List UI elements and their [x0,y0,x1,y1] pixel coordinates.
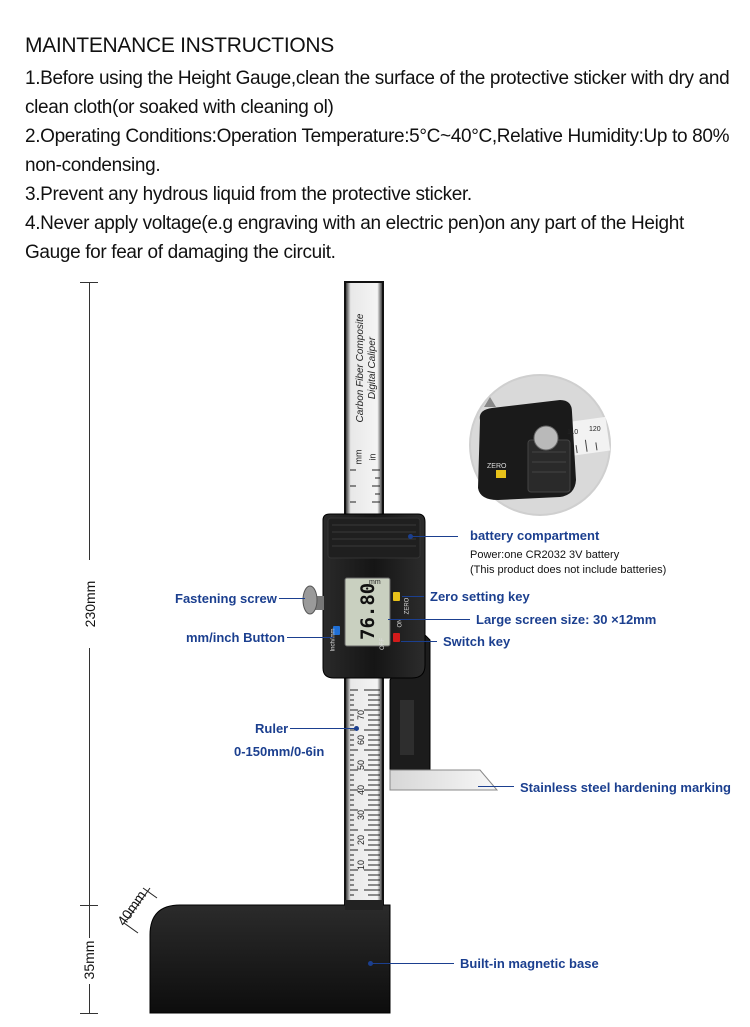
base-leader-dot [368,961,373,966]
screen-leader-line [388,619,470,620]
instruction-2: 2.Operating Conditions:Operation Tempera… [25,126,730,176]
zero-button-shape [393,592,400,601]
ruler-number: 40 [356,784,367,796]
inset-zero-label: ZERO [487,463,507,470]
dimension-line [89,282,90,1014]
screw-leader-line [279,598,305,599]
lcd-reading: 76.80 [357,582,379,640]
base-depth-dimension [123,887,158,934]
beam-label-line2: Digital Caliper [367,336,378,400]
lcd-screen [344,577,391,647]
battery-cover-ribs [332,524,416,547]
ruler-ticks [350,689,380,896]
page-title: MAINTENANCE INSTRUCTIONS [25,34,334,57]
battery-cover [327,517,421,559]
instruction-3: 3.Prevent any hydrous liquid from the pr… [25,184,472,205]
fastening-screw-callout: Fastening screw [175,591,277,606]
beam-unit-in: in [367,453,378,461]
battery-compartment-callout: battery compartment [470,528,600,543]
screen-size-callout: Large screen size: 30 ×12mm [476,612,657,627]
instruction-1: 1.Before using the Height Gauge,clean th… [25,68,730,118]
stainless-leader-line [478,786,514,787]
magnetic-base [149,904,391,1014]
ruler-number: 20 [356,834,367,846]
inset-scale-110: 110 [567,429,579,436]
magnetic-base-callout: Built-in magnetic base [460,956,599,971]
dimension-tick-mid [80,905,98,906]
stainless-callout: Stainless steel hardening marking [520,780,731,795]
inch-mm-button-label: Inch/mm [330,628,337,652]
ruler-leader-dot [354,726,359,731]
beam-label-line1: Carbon Fiber Composite [355,313,366,423]
ruler-range-callout: 0-150mm/0-6in [234,744,325,759]
beam-label: Carbon Fiber Composite Digital Caliper [352,300,382,430]
battery-leader-line [410,536,458,537]
zero-key-leader-line [402,596,424,597]
switch-key-leader-line [401,641,437,642]
off-button-label: OFF [380,638,386,650]
beam-scale-ticks [350,469,380,503]
mm-inch-leader-line [287,637,333,638]
ruler-number: 30 [356,809,367,821]
lcd-unit: mm [369,579,381,586]
base-leader-line [372,963,454,964]
ruler-number: 10 [356,859,367,871]
ruler-number: 70 [356,709,367,721]
stainless-blade [389,769,499,791]
power-button-shape [393,633,400,642]
screw-knob [302,585,318,615]
switch-key-callout: Switch key [443,634,511,649]
battery-leader-dot [408,534,413,539]
bracket-slot [400,700,414,755]
dimension-tick-top [80,282,98,283]
dimension-tick-bottom [80,1013,98,1014]
ruler-number: 60 [356,734,367,746]
ruler-number: 50 [356,759,367,771]
ruler-leader-line [290,728,356,729]
inset-battery [533,425,559,451]
lcd-display: 76.80 [346,583,390,640]
inch-mm-button-shape [333,626,340,635]
battery-power-note: Power:one CR2032 3V battery [470,549,620,561]
instruction-4: 4.Never apply voltage(e.g engraving with… [25,213,684,263]
beam-unit-mm: mm [353,449,364,465]
battery-disclaimer-note: (This product does not include batteries… [470,564,667,576]
ruler-callout: Ruler [255,721,289,736]
mm-inch-button-callout: mm/inch Button [186,630,285,645]
zero-key-callout: Zero setting key [430,589,530,604]
inset-scale-120: 120 [589,426,601,433]
zero-button-label: ZERO [404,597,411,615]
